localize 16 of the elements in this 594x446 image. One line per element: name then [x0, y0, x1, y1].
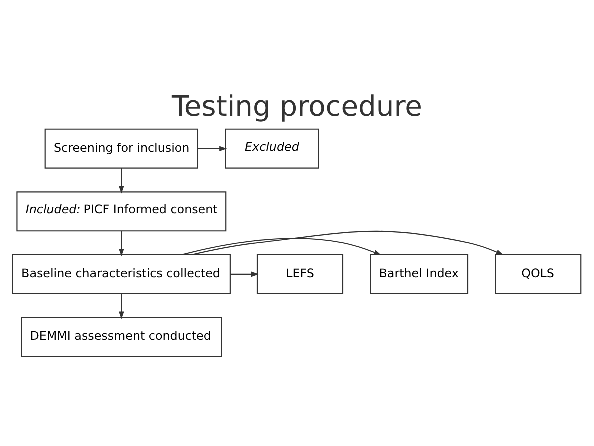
node-box: Excluded [225, 128, 320, 169]
node-box: LEFS [256, 254, 344, 294]
node-box: Baseline characteristics collected [12, 254, 231, 294]
node-box: Included: PICF Informed consent [16, 192, 227, 232]
arrow [230, 272, 260, 278]
node-box: Screening for inclusion [44, 128, 198, 169]
node-box: DEMMI assessment conducted [21, 317, 222, 358]
node-box: Barthel Index [370, 254, 469, 294]
arrow [192, 230, 504, 256]
arrow [119, 294, 124, 320]
node-box: QOLS [495, 254, 582, 294]
diagram-title: Testing procedure [172, 90, 423, 124]
arrow [119, 231, 124, 257]
arrow [119, 168, 124, 194]
arrow [182, 238, 382, 256]
arrow [198, 146, 228, 152]
